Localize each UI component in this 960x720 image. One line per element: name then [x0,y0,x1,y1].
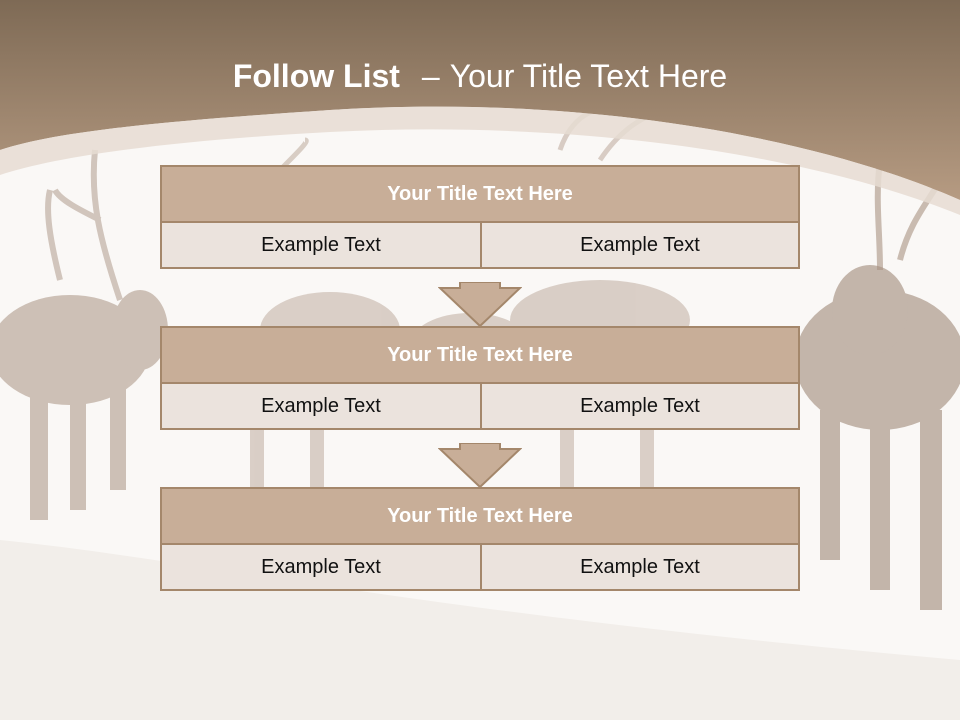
down-arrow-icon [438,282,522,328]
slide-title-rest: Your Title Text Here [449,58,728,94]
block-left-text: Example Text [162,223,482,267]
down-arrow-icon [438,443,522,489]
block-left-text: Example Text [162,545,482,589]
list-block-2: Your Title Text Here Example Text Exampl… [160,326,800,430]
block-left-text: Example Text [162,384,482,428]
list-block-1: Your Title Text Here Example Text Exampl… [160,165,800,269]
block-title: Your Title Text Here [162,167,798,223]
block-title: Your Title Text Here [162,489,798,545]
slide-title: Follow List–Your Title Text Here [0,56,960,96]
block-title: Your Title Text Here [162,328,798,384]
slide-title-bold: Follow List [232,58,400,94]
list-block-3: Your Title Text Here Example Text Exampl… [160,487,800,591]
block-right-text: Example Text [580,234,700,256]
block-right-text: Example Text [580,556,700,578]
slide-title-separator: – [421,58,440,94]
block-right-text: Example Text [580,395,700,417]
